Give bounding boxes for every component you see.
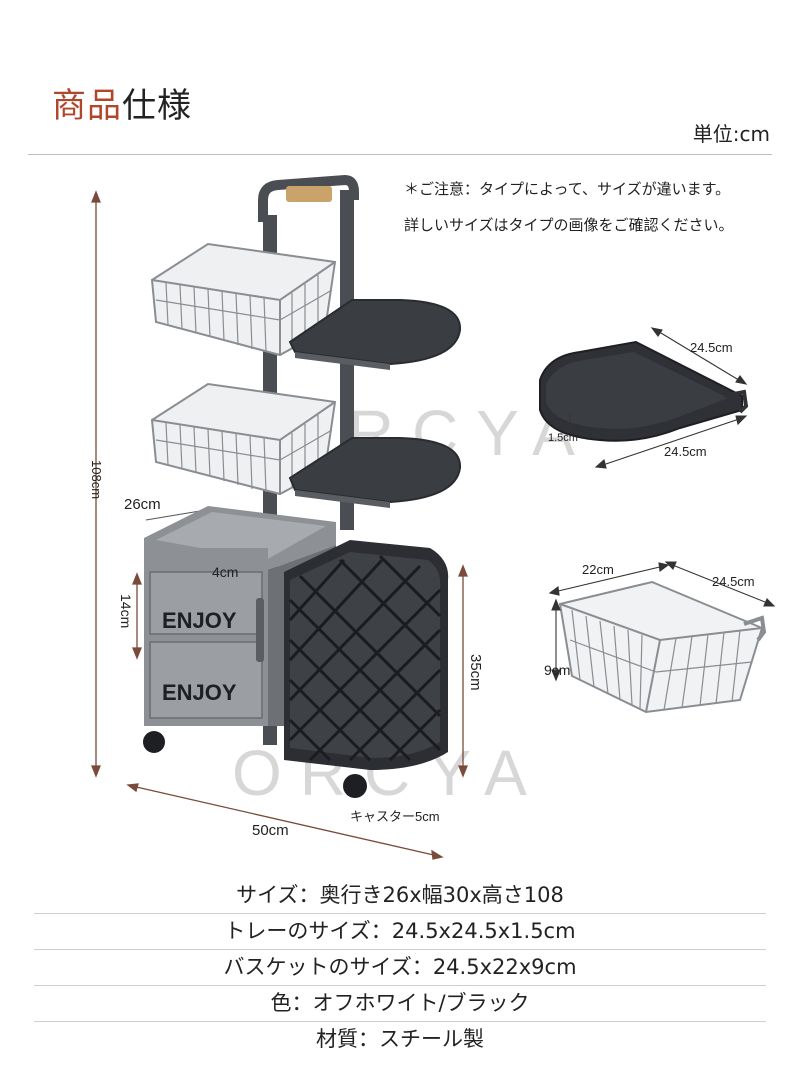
unit-label: 単位:cm (692, 122, 770, 146)
basket-depth-label: 24.5cm (712, 574, 755, 589)
middle-basket (150, 382, 337, 496)
drawer-1-logo: ENJOY (162, 608, 237, 633)
tray-detail (539, 327, 749, 469)
height-label: 108cm (89, 460, 104, 500)
height-dimension-line (91, 190, 101, 778)
spec-basket-size: バスケットのサイズ：24.5x22x9cm (34, 950, 766, 986)
spec-tray-size: トレーのサイズ：24.5x24.5x1.5cm (34, 914, 766, 950)
notice-line-1: ＊ご注意：タイプによって、サイズが違います。 (404, 180, 731, 198)
spec-table: サイズ：奥行き26x幅30x高さ108 トレーのサイズ：24.5x24.5x1.… (34, 878, 766, 1057)
spec-size: サイズ：奥行き26x幅30x高さ108 (34, 878, 766, 914)
caster-wheel (143, 731, 165, 753)
page-title: 商品仕様 (52, 78, 192, 127)
depth-dimension-line (145, 509, 207, 521)
width-label: 50cm (252, 822, 289, 839)
depth-label: 26cm (124, 496, 161, 513)
notice-line-2: 詳しいサイズはタイプの画像をご確認ください。 (404, 216, 734, 234)
tray-width-label: 24.5cm (664, 444, 707, 459)
basket-width-label: 22cm (582, 562, 614, 577)
drawer-height-label: 14cm (118, 594, 134, 629)
caster-label: キャスター5cm (350, 809, 440, 824)
width-dimension-line (126, 783, 444, 860)
tray-thickness-label: 1.5cm (548, 432, 578, 444)
tray-depth-label: 24.5cm (690, 340, 733, 355)
drawer-height-dimension-line (132, 572, 142, 660)
spec-material: 材質：スチール製 (316, 1027, 484, 1051)
title-accent: 商品 (52, 86, 122, 126)
basket-height-dimension-line (458, 564, 468, 778)
drawer-2-logo: ENJOY (162, 680, 237, 705)
drawer-gap-label: 4cm (212, 564, 239, 580)
spec-color: 色：オフホワイト/ブラック (34, 986, 766, 1022)
mesh-basket (284, 540, 449, 798)
middle-tray (288, 437, 462, 508)
upper-tray (288, 299, 462, 370)
title-rest: 仕様 (122, 86, 192, 126)
basket-detail (548, 561, 776, 714)
header-divider (28, 154, 772, 155)
basket-height-detail-label: 9cm (544, 662, 571, 678)
wooden-handle (286, 186, 332, 202)
basket-height-label: 35cm (467, 654, 484, 691)
product-illustration: ORCYA ORCYA (91, 174, 776, 860)
